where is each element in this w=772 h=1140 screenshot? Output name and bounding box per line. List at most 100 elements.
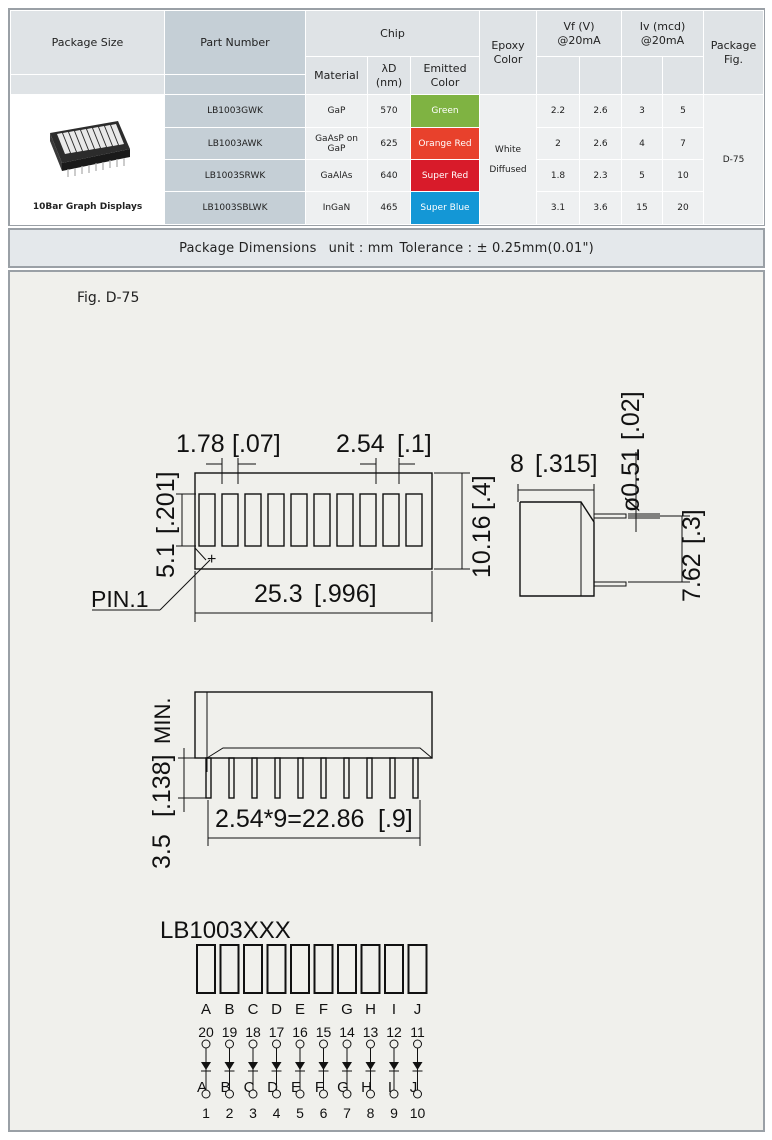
diode-symbol (412, 1062, 423, 1070)
bottom-pin-number: 8 (367, 1105, 375, 1121)
segment-letter: A (201, 1001, 211, 1018)
diode-symbol (295, 1062, 305, 1070)
side-view: 8 [.315] ø0.51 [.02] 7.62 [.3] (510, 391, 706, 602)
segment-box (407, 944, 428, 994)
header-package-size-cont (10, 74, 165, 95)
row-spacing-inch-label: [.3] (678, 509, 706, 544)
diode-symbol (271, 1062, 282, 1070)
header-lambda-d: λD(nm) (367, 56, 411, 95)
lead-len-label: 3.5 (148, 834, 176, 869)
diode-letter: H (361, 1079, 372, 1096)
iv-typ-cell: 10 (662, 159, 705, 192)
vf-typ-cell: 1.8 (536, 159, 581, 192)
header-iv-min (621, 56, 664, 95)
seg-width-label: 1.78 (176, 430, 225, 458)
pin-terminal (295, 1039, 305, 1049)
pin-schematic: LB1003XXX A20A1B19B2C18C3D17D4E16E5F15F6… (160, 917, 428, 1121)
segment-letter: F (319, 1001, 328, 1018)
top-pin-number: 19 (222, 1024, 238, 1040)
top-pin-number: 16 (292, 1024, 308, 1040)
top-pin-number: 20 (198, 1024, 214, 1040)
vf-max-cell: 2.6 (579, 94, 623, 128)
material-cell: GaP (305, 94, 368, 128)
dimensions-unit: unit : mm (328, 240, 394, 256)
diode-letter: B (220, 1079, 230, 1096)
pin-terminal (319, 1039, 328, 1049)
pin-terminal (342, 1039, 352, 1049)
body-length-inch-label: [.996] (314, 580, 377, 608)
lambda-cell: 640 (367, 159, 411, 192)
pin-terminal (201, 1089, 211, 1099)
package-caption: 10Bar Graph Displays (32, 202, 143, 212)
emitted-color-cell: Green (409, 94, 481, 128)
diode-letter: G (337, 1079, 349, 1096)
package-dimensions-bar: Package Dimensions unit : mm Tolerance :… (8, 228, 765, 268)
segment-box (219, 944, 240, 994)
header-part-number: Part Number (164, 10, 306, 75)
iv-min-cell: 3 (621, 94, 664, 128)
diode-symbol (318, 1062, 329, 1070)
iv-typ-cell: 5 (662, 94, 705, 128)
lead-len-suffix-label: MIN. (150, 698, 175, 744)
header-emitted-color: Emitted Color (409, 56, 481, 95)
dimension-drawing: 1.78 [.07] 2.54 [.1] 5.1 [.201] [.4] 10.… (91, 391, 706, 1121)
segment-letter: C (248, 1001, 259, 1018)
diode-letter: D (267, 1079, 278, 1096)
diode-symbol (224, 1062, 235, 1070)
diode-letter: A (197, 1079, 207, 1096)
bottom-pin-number: 4 (273, 1105, 281, 1121)
top-pin-number: 17 (269, 1024, 285, 1040)
segment-letter: G (341, 1001, 353, 1018)
vf-max-cell: 3.6 (579, 191, 623, 225)
dimensions-title: Package Dimensions (179, 240, 317, 256)
segment-letter: H (365, 1001, 376, 1018)
model-label: LB1003XXX (160, 917, 291, 944)
pin-terminal (319, 1089, 328, 1099)
top-pin-number: 14 (339, 1024, 355, 1040)
depth-inch-label: [.315] (535, 450, 598, 478)
table-row: 10Bar Graph Displays LB1003GWK GaP 570 G… (10, 94, 765, 225)
bottom-pin-number: 1 (202, 1105, 210, 1121)
top-pin-number: 13 (363, 1024, 379, 1040)
vf-typ-cell: 3.1 (536, 191, 581, 225)
pin-terminal (272, 1089, 281, 1099)
part-number-cell: LB1003SBLWK (164, 191, 306, 225)
pin-terminal (389, 1039, 399, 1049)
lead-len-inch-label: [.138] (148, 754, 176, 817)
part-number-cell: LB1003SRWK (164, 159, 306, 192)
diode-letter: F (315, 1079, 324, 1096)
segment-box (196, 944, 216, 994)
row-spacing-label: 7.62 (678, 553, 706, 602)
pin-terminal (366, 1039, 375, 1049)
emitted-color-cell: Super Blue (409, 191, 481, 225)
table-row: LB1003SBLWK InGaN 465 Super Blue 3.1 3.6… (11, 191, 764, 225)
header-package-fig: Package Fig. (703, 10, 765, 95)
iv-min-cell: 15 (621, 191, 664, 225)
pin-terminal (272, 1039, 281, 1049)
table-row: LB1003AWK GaAsP on GaP 625 Orange Red 2 … (11, 127, 764, 160)
pin-terminal (225, 1089, 234, 1099)
bottom-pin-number: 9 (390, 1105, 398, 1121)
bottom-pin-number: 10 (410, 1105, 426, 1121)
body-height-inch-label: [.4] (468, 475, 496, 510)
header-vf-max (579, 56, 623, 95)
bottom-pin-number: 2 (226, 1105, 234, 1121)
body-length-label: 25.3 (254, 580, 303, 608)
bottom-pin-number: 6 (320, 1105, 328, 1121)
segment-box (313, 944, 334, 994)
segment-letter: I (392, 1001, 396, 1018)
figure-frame: Fig. D-75 1.78 [.07] (8, 270, 765, 1132)
top-pin-number: 15 (316, 1024, 332, 1040)
pin-span-inch-label: [.9] (378, 805, 413, 833)
header-iv-typ (662, 56, 705, 95)
pin-terminal (389, 1089, 399, 1099)
depth-label: 8 (510, 450, 524, 478)
diode-symbol (248, 1062, 258, 1070)
diode-symbol (201, 1062, 211, 1070)
top-pin-number: 18 (245, 1024, 261, 1040)
front-view: 1.78 [.07] 2.54 [.1] 5.1 [.201] [.4] 10.… (91, 430, 496, 622)
spec-table: Package Size Part Number Chip Epoxy Colo… (10, 10, 765, 225)
header-vf: Vf (V)@20mA (536, 10, 623, 57)
bottom-pin-number: 5 (296, 1105, 304, 1121)
